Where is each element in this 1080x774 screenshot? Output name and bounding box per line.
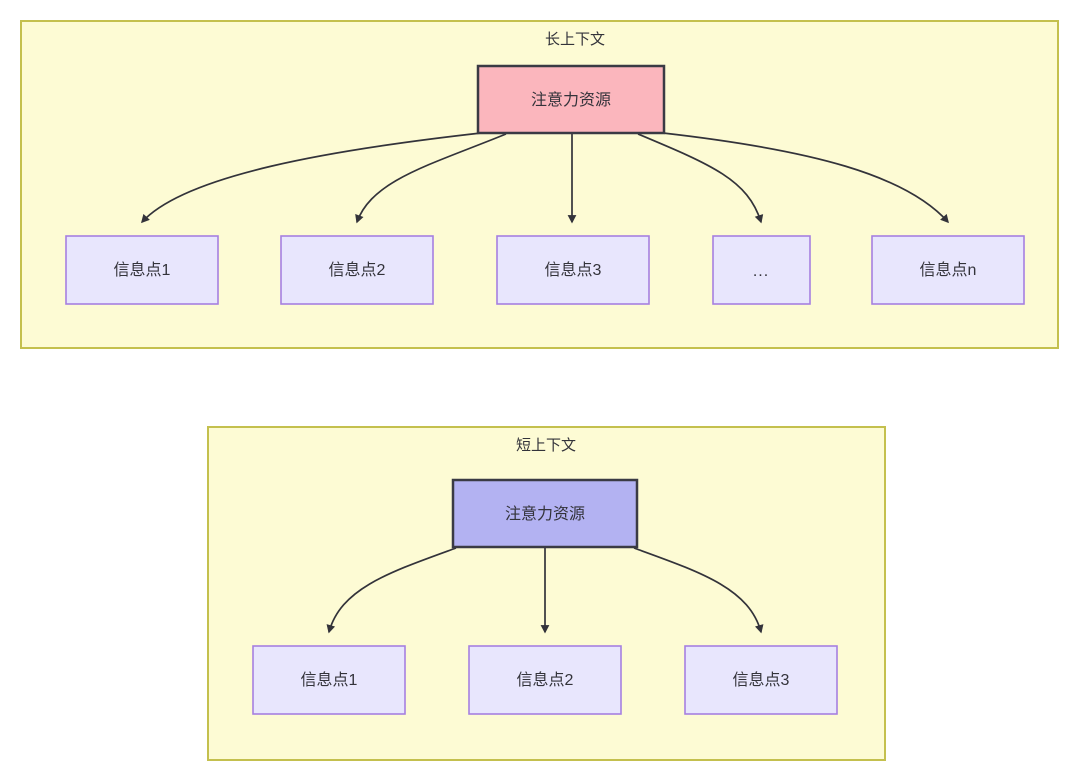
leaf-node-1[interactable]: 信息点1 [65,235,219,305]
root-node-label: 注意力资源 [505,504,585,523]
edges-short-context [326,547,764,634]
leaf-node-box [496,235,650,305]
leaf-node-label: 信息点1 [301,671,358,689]
leaf-node-box [684,645,838,715]
leaf-node-box [468,645,622,715]
leaf-node-2[interactable]: 信息点2 [280,235,434,305]
leaf-node-3[interactable]: 信息点3 [684,645,838,715]
edge-root-to-leaf-1 [141,132,482,224]
root-node-short-context[interactable]: 注意力资源 [451,478,639,549]
edge-root-to-leaf-5 [662,132,949,224]
leaf-node-label: 信息点3 [733,671,790,689]
leaf-node-label: ... [753,263,769,280]
leaf-node-box [871,235,1025,305]
group-short-context: 短上下文 注意力资源 信息点1 信息点2 信息点3 [207,426,886,761]
leaf-node-label: 信息点3 [545,261,602,279]
group-title-long-context: 长上下文 [545,31,605,48]
leaf-node-box [280,235,434,305]
root-node-long-context[interactable]: 注意力资源 [476,64,666,135]
leaf-node-n[interactable]: 信息点n [871,235,1025,305]
leaf-node-label: 信息点n [920,261,977,279]
edge-root-to-leaf-1 [326,547,457,634]
group-long-context: 长上下文 注意力资源 信息点1 信息点2 [20,20,1059,349]
leaf-node-label: 信息点2 [329,261,386,279]
root-node-label: 注意力资源 [531,90,611,109]
leaf-node-box [65,235,219,305]
leaf-node-ellipsis[interactable]: ... [712,235,811,305]
root-node-box [476,64,666,135]
leaf-node-3[interactable]: 信息点3 [496,235,650,305]
leaf-node-2[interactable]: 信息点2 [468,645,622,715]
leaf-node-1[interactable]: 信息点1 [252,645,406,715]
root-node-box [451,478,639,549]
leaf-node-box [712,235,811,305]
edge-root-to-leaf-4 [637,133,764,224]
leaf-node-label: 信息点1 [114,261,171,279]
group-title-short-context: 短上下文 [516,437,576,454]
leaf-node-label: 信息点2 [517,671,574,689]
edges-long-context [141,132,949,224]
edge-root-to-leaf-2 [355,133,507,224]
leaf-node-box [252,645,406,715]
edge-root-to-leaf-3 [633,547,764,634]
